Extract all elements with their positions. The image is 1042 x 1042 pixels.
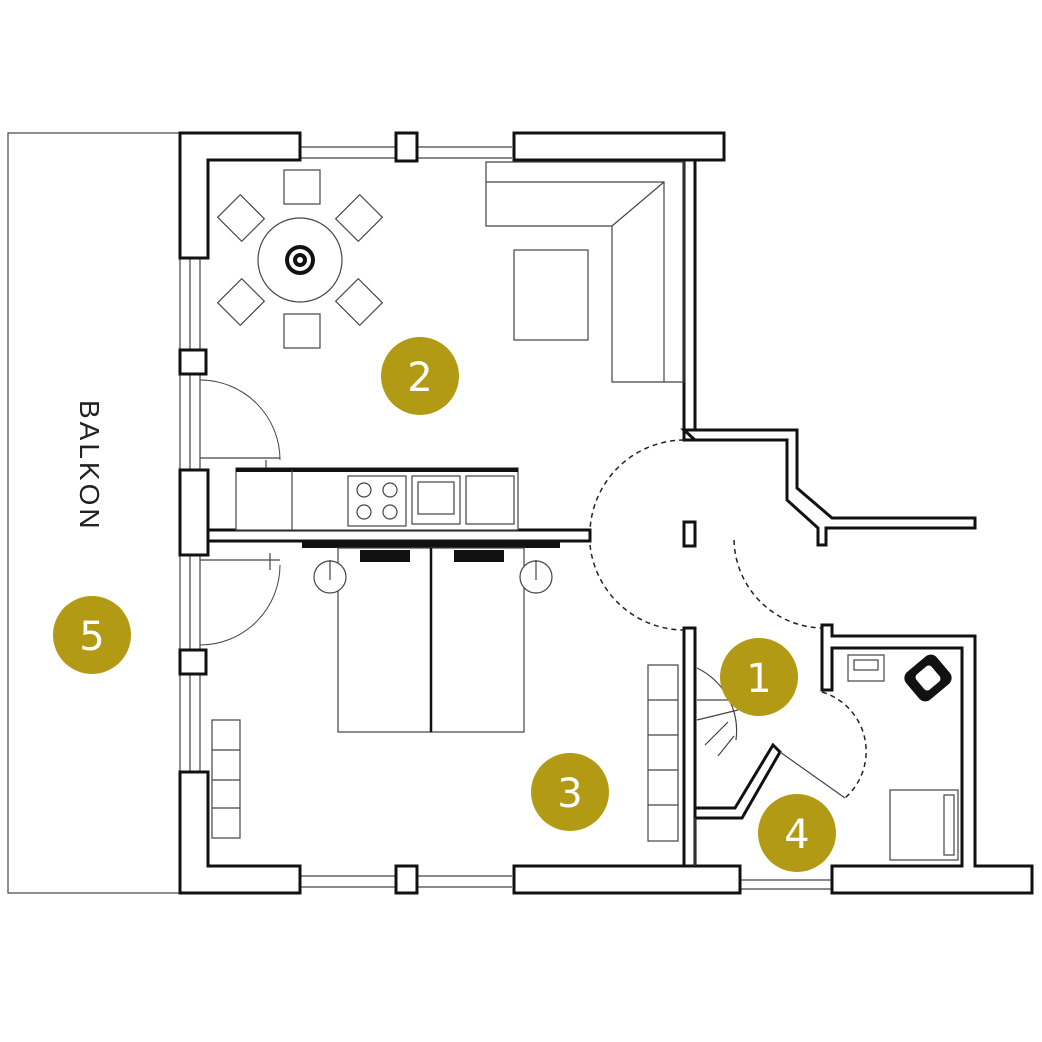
balcony-area: BALKON — [7, 132, 181, 894]
room-badge-1: 1 — [720, 638, 798, 716]
room-badge-3-circle — [531, 753, 609, 831]
windows — [189, 146, 832, 890]
room-badge-2-circle — [381, 337, 459, 415]
walls — [178, 131, 1034, 895]
room-badge-1-circle — [720, 638, 798, 716]
room-badge-2-label: 2 — [407, 355, 432, 401]
stove-icon — [347, 475, 407, 527]
wardrobes — [211, 664, 679, 842]
balcony-label: BALKON — [74, 400, 105, 532]
room-badge-5: 5 — [53, 596, 131, 674]
sink-icon — [411, 475, 461, 525]
shower-icon — [889, 789, 959, 861]
room-badge-4-circle — [758, 794, 836, 872]
bathroom-fixtures — [847, 654, 959, 861]
room-badge-1-label: 1 — [746, 656, 771, 702]
kitchen-counter — [235, 467, 519, 531]
room-badge-5-circle — [53, 596, 131, 674]
doors — [199, 379, 281, 646]
room-badge-4-label: 4 — [784, 812, 809, 858]
door-swings — [589, 439, 867, 799]
toilet-icon — [904, 654, 952, 702]
room-badge-2: 2 — [381, 337, 459, 415]
dining-set — [216, 169, 384, 349]
corner-sofa — [485, 161, 685, 383]
room-badge-3: 3 — [531, 753, 609, 831]
room-badge-4: 4 — [758, 794, 836, 872]
room-badge-3-label: 3 — [557, 771, 582, 817]
room-badge-5-label: 5 — [79, 614, 104, 660]
double-bed — [302, 542, 560, 733]
